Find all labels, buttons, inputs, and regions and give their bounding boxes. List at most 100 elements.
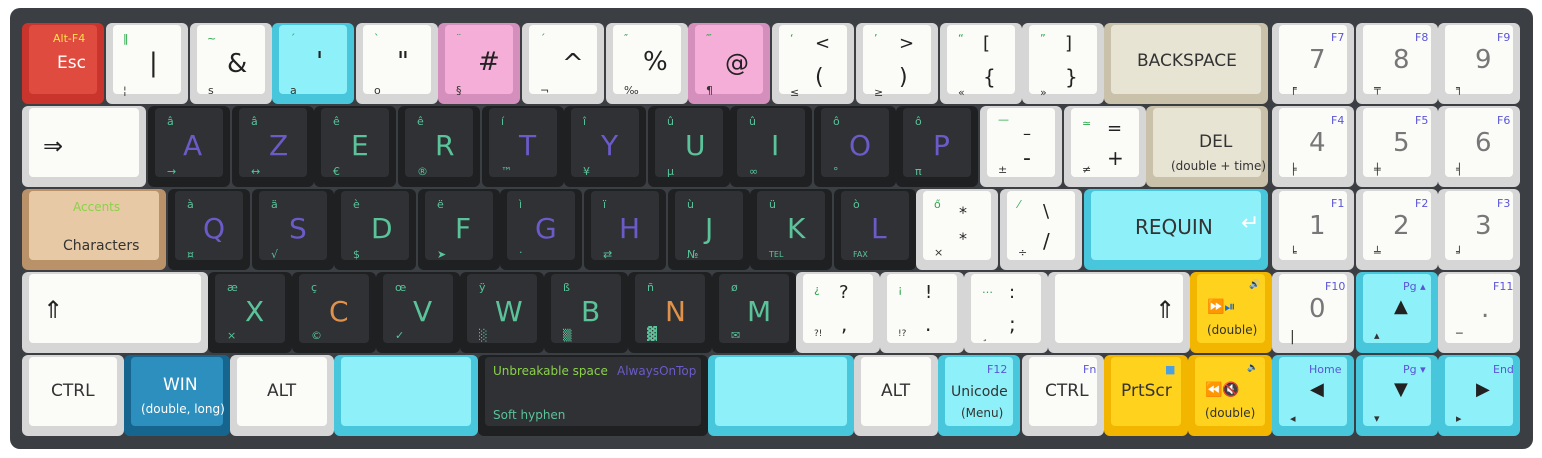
key-comma[interactable]: ¿??!,: [796, 272, 880, 353]
key-rshift[interactable]: ⇑: [1048, 272, 1190, 353]
key-dot[interactable]: F11.─: [1438, 272, 1520, 353]
key-label: –: [1023, 124, 1031, 143]
key-del[interactable]: DEL(double + time): [1146, 106, 1268, 187]
key-minus[interactable]: —–±-: [980, 106, 1062, 187]
key-alt_l[interactable]: ALT: [230, 355, 334, 436]
key-label: ‘: [790, 32, 794, 45]
key-win[interactable]: WIN(double, long): [124, 355, 230, 436]
key-label: (double): [1207, 323, 1258, 337]
key-k2[interactable]: ~&s: [190, 23, 272, 104]
key-k11[interactable]: “[«{: [940, 23, 1022, 104]
key-label: ¤: [187, 248, 194, 261]
keycap-top: ■PrtScr: [1111, 357, 1181, 426]
keycap-top: ⇒: [29, 108, 139, 177]
key-media2[interactable]: 🔈⏪🔇(double): [1188, 355, 1272, 436]
key-k8[interactable]: ‴@¶: [688, 23, 770, 104]
key-space_l[interactable]: [334, 355, 478, 436]
key-space_r[interactable]: [708, 355, 854, 436]
key-k5[interactable]: ¨#§: [438, 23, 520, 104]
key-label: Z: [269, 129, 289, 162]
key-k1[interactable]: ‖|¦: [106, 23, 188, 104]
keycap-top: BACKSPACE: [1111, 25, 1261, 94]
key-k4[interactable]: `"o: [356, 23, 438, 104]
key-backspace[interactable]: BACKSPACE: [1104, 23, 1268, 104]
key-tab[interactable]: ⇒: [22, 106, 146, 187]
key-equal[interactable]: ≃=≠+: [1064, 106, 1146, 187]
key-label: ¥: [583, 165, 590, 178]
key-alt_r[interactable]: ALT: [854, 355, 938, 436]
key-k7[interactable]: ″%‰: [606, 23, 688, 104]
key-star[interactable]: ő*×*: [916, 189, 998, 270]
key-prtscr[interactable]: ■PrtScr: [1104, 355, 1188, 436]
key-ctrl_l[interactable]: CTRL: [22, 355, 124, 436]
key-label: ¡: [898, 283, 903, 296]
key-slash[interactable]: ⁄\÷/: [1000, 189, 1082, 270]
key-enter[interactable]: REQUIN↵: [1084, 189, 1268, 270]
key-k9[interactable]: ‘<≤(: [772, 23, 854, 104]
key-label: F3: [1497, 197, 1511, 210]
key-media1[interactable]: 🔊⏩⏯(double): [1190, 272, 1272, 353]
key-label: ▼: [1394, 379, 1408, 400]
key-label: +: [1107, 146, 1124, 170]
key-k3[interactable]: ´'a: [272, 23, 354, 104]
key-end[interactable]: End▶▸: [1438, 355, 1520, 436]
key-k12[interactable]: ”]»}: [1022, 23, 1104, 104]
key-k6[interactable]: ˊ^¬: [522, 23, 604, 104]
key-home[interactable]: Home◀◂: [1272, 355, 1354, 436]
key-pgdn[interactable]: Pg ▾▼▾: [1356, 355, 1438, 436]
key-k10[interactable]: ’>≥): [856, 23, 938, 104]
key-label: №: [687, 248, 699, 261]
key-label: Y: [601, 129, 619, 162]
key-label: ×: [227, 329, 237, 342]
keycap-top: ő*×*: [923, 191, 991, 260]
key-pgup[interactable]: Pg ▴▲▴: [1356, 272, 1438, 353]
key-colon[interactable]: …:¸;: [964, 272, 1048, 353]
key-lshift[interactable]: ⇑: [22, 272, 208, 353]
key-semicolon[interactable]: ¡!!?.: [880, 272, 964, 353]
